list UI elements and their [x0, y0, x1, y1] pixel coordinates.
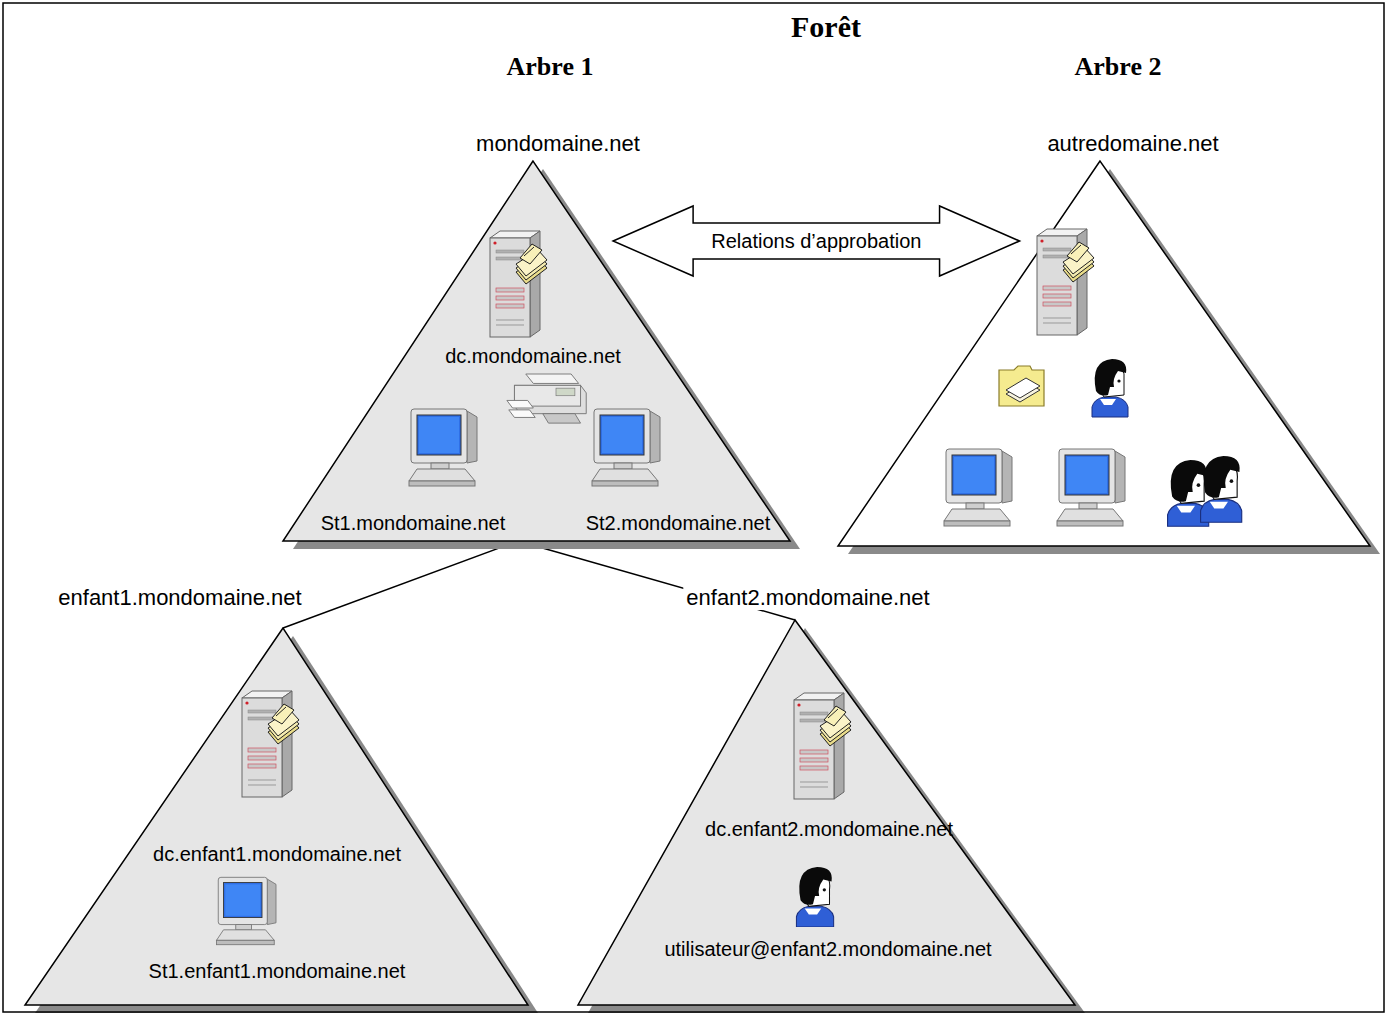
triangle-shape: [283, 161, 790, 541]
host-label: St2.mondomaine.net: [586, 512, 771, 535]
domain-name: enfant2.mondomaine.net: [683, 585, 932, 610]
triangle-outline: [830, 128, 1375, 553]
domain-triangle: enfant2.mondomaine.net dc.enfant2.mondoma…: [570, 585, 1085, 1010]
domain-triangle: enfant1.mondomaine.net dc.enfant1.mondoma…: [20, 585, 535, 1010]
triangle-shape: [25, 628, 528, 1005]
triangle-outline: [270, 128, 800, 548]
triangle-shape: [838, 161, 1370, 546]
domain-triangle: autredomaine.net: [830, 128, 1375, 553]
triangle-shape: [578, 620, 1075, 1005]
host-label: utilisateur@enfant2.mondomaine.net: [664, 938, 991, 961]
host-label: dc.enfant2.mondomaine.net: [705, 818, 953, 841]
host-label: dc.enfant1.mondomaine.net: [153, 843, 401, 866]
host-label: St1.enfant1.mondomaine.net: [149, 960, 406, 983]
domain-name: mondomaine.net: [473, 131, 643, 156]
trust-arrow: [613, 206, 1019, 276]
tree-label: Arbre 2: [1075, 52, 1162, 82]
diagram-title: Forêt: [791, 10, 861, 44]
tree-label: Arbre 1: [507, 52, 594, 82]
domain-name: autredomaine.net: [1044, 131, 1221, 156]
host-label: dc.mondomaine.net: [445, 345, 621, 368]
triangle-outline: [20, 585, 535, 1010]
tree-link: [283, 541, 518, 628]
host-label: St1.mondomaine.net: [321, 512, 506, 535]
edge-label: Relations d’approbation: [709, 230, 923, 253]
domain-name: enfant1.mondomaine.net: [55, 585, 304, 610]
domain-triangle: mondomaine.net dc.mondomaine.netSt1.mondo…: [270, 128, 800, 548]
